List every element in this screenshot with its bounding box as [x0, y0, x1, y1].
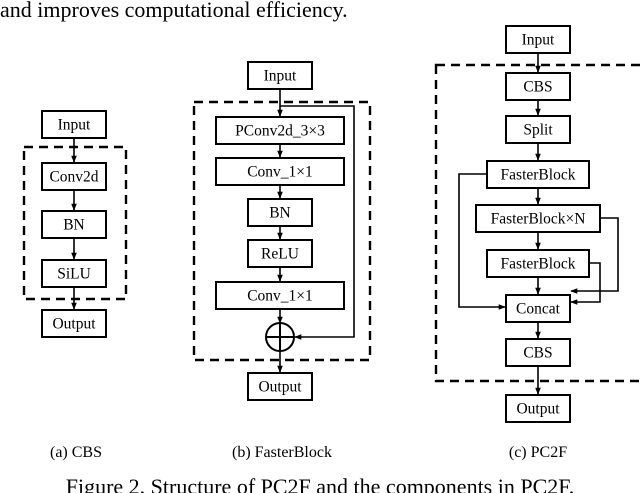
pc2f-cbs1-box: CBS — [505, 72, 571, 101]
fasterblock-caption: (b) FasterBlock — [232, 444, 332, 461]
figure-caption: Figure 2. Structure of PC2F and the comp… — [66, 474, 575, 493]
fb-bn-box: BN — [247, 198, 313, 227]
cbs-output-box: Output — [41, 309, 107, 338]
pc2f-fasterblock2-box: FasterBlock — [486, 249, 590, 278]
fb-input-box: Input — [247, 61, 313, 90]
pc2f-fasterblock2-label: FasterBlock — [501, 256, 576, 273]
pc2f-fasterblock1-label: FasterBlock — [501, 167, 576, 184]
cbs-bn-label: BN — [63, 217, 85, 234]
pc2f-cbs2-label: CBS — [523, 345, 552, 362]
pc2f-fasterblock1-box: FasterBlock — [486, 160, 590, 189]
pc2f-concat-label: Concat — [516, 301, 561, 318]
cbs-caption: (a) CBS — [50, 444, 102, 461]
fb-input-label: Input — [264, 68, 297, 85]
fb-relu-box: ReLU — [247, 239, 313, 268]
pc2f-split-label: Split — [523, 122, 553, 139]
fb-conv1-label: Conv_1×1 — [247, 164, 313, 181]
pc2f-right-bypass-outer — [570, 217, 619, 294]
cbs-input-box: Input — [41, 110, 107, 139]
pc2f-output-label: Output — [516, 401, 560, 418]
fasterblock-dashed-group — [192, 100, 372, 362]
pc2f-diagram: Input CBS Split FasterBlock FasterBlock×… — [434, 25, 640, 461]
fb-conv2-box: Conv_1×1 — [215, 281, 345, 310]
cbs-conv2d-box: Conv2d — [41, 162, 107, 191]
fb-output-box: Output — [247, 372, 313, 401]
pc2f-input-box: Input — [505, 25, 571, 54]
fb-output-label: Output — [258, 379, 302, 396]
pc2f-fasterblockxn-label: FasterBlock×N — [491, 211, 586, 228]
pc2f-output-box: Output — [505, 394, 571, 423]
cbs-conv2d-label: Conv2d — [49, 169, 98, 186]
cbs-input-label: Input — [58, 117, 91, 134]
pc2f-input-label: Input — [522, 32, 555, 49]
cbs-bn-box: BN — [41, 210, 107, 239]
cbs-diagram: Input Conv2d BN SiLU Output (a) CBS — [22, 110, 128, 461]
pc2f-cbs1-label: CBS — [523, 79, 552, 96]
fb-bn-label: BN — [269, 205, 291, 222]
fasterblock-diagram: Input PConv2d_3×3 Conv_1×1 BN ReLU Conv_… — [192, 61, 372, 461]
cbs-dashed-group — [22, 145, 128, 301]
fb-relu-label: ReLU — [261, 246, 299, 263]
fb-pconv-label: PConv2d_3×3 — [235, 123, 325, 140]
pc2f-split-box: Split — [505, 115, 571, 144]
fb-conv1-box: Conv_1×1 — [215, 157, 345, 186]
cbs-silu-box: SiLU — [41, 259, 107, 288]
fb-residual-connection — [280, 105, 355, 340]
pc2f-left-bypass — [458, 173, 506, 310]
add-icon — [265, 322, 295, 352]
cbs-output-label: Output — [52, 316, 96, 333]
pc2f-right-bypass-inner — [570, 262, 601, 305]
paragraph-fragment: and improves computational efficiency. — [0, 0, 348, 22]
pc2f-caption: (c) PC2F — [509, 444, 567, 461]
fb-conv2-label: Conv_1×1 — [247, 288, 313, 305]
pc2f-fasterblockxn-box: FasterBlock×N — [475, 204, 601, 233]
pc2f-cbs2-box: CBS — [505, 338, 571, 367]
cbs-silu-label: SiLU — [57, 266, 91, 283]
pc2f-dashed-group — [434, 63, 640, 383]
fb-pconv-box: PConv2d_3×3 — [215, 116, 345, 145]
pc2f-concat-box: Concat — [505, 294, 571, 323]
